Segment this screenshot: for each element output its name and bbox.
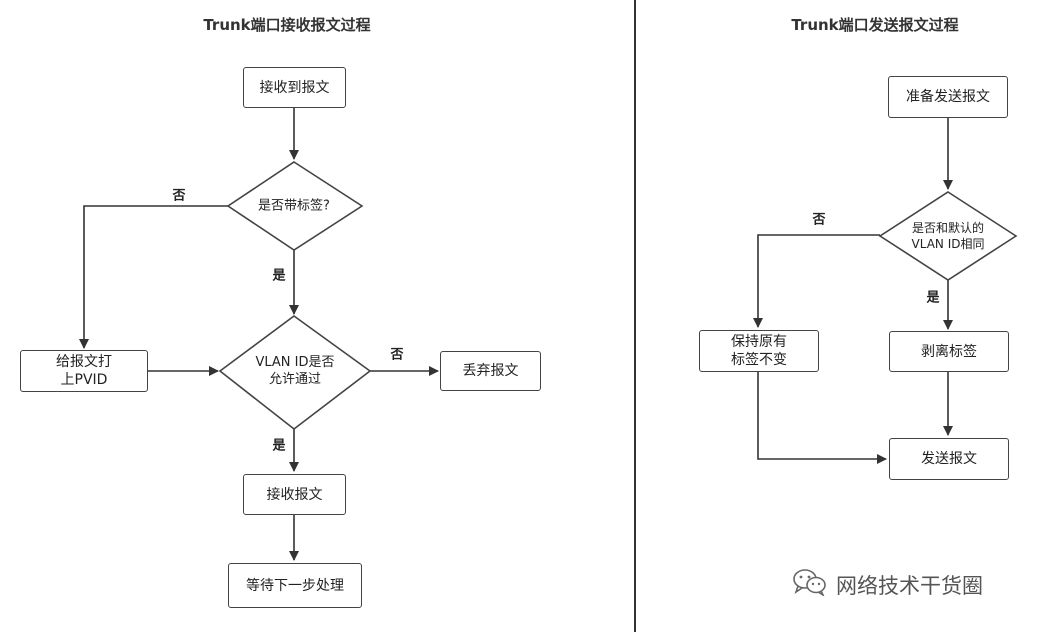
node-strip-tag: 剥离标签 (889, 331, 1009, 372)
watermark-text: 网络技术干货圈 (836, 573, 983, 598)
arrow-question-no-to-keep (753, 234, 880, 328)
decision-vlan-allowed-label: VLAN ID是否 允许通过 (255, 355, 335, 387)
decision-tagged-diamond (226, 161, 364, 251)
section-divider (634, 0, 636, 632)
wechat-icon (792, 568, 828, 601)
edge-label-same-yes: 是 (926, 290, 940, 306)
edge-label-allowed-yes: 是 (272, 438, 286, 454)
arrow-keep-to-send (757, 372, 887, 464)
decision-vlan-allowed-diamond (218, 315, 372, 431)
decision-same-default-label: 是否和默认的 VLAN ID相同 (911, 221, 985, 251)
edge-label-same-no: 否 (812, 212, 826, 228)
decision-tagged-label: 是否带标签? (258, 198, 330, 214)
node-send-packet: 发送报文 (889, 438, 1009, 480)
decision-same-default-diamond (878, 191, 1018, 281)
node-prepare-send: 准备发送报文 (888, 76, 1008, 118)
node-wait-processing: 等待下一步处理 (228, 563, 362, 608)
node-receive-packet: 接收到报文 (243, 67, 346, 108)
edge-label-tagged-yes: 是 (272, 268, 286, 284)
node-keep-tag: 保持原有 标签不变 (699, 330, 819, 372)
arrow-tagged-no-to-pvid (79, 205, 228, 349)
node-tag-pvid: 给报文打 上PVID (20, 350, 148, 392)
node-discard-packet: 丢弃报文 (440, 351, 541, 391)
edge-label-allowed-no: 否 (390, 347, 404, 363)
right-section-title: Trunk端口发送报文过程 (791, 16, 959, 34)
watermark: 网络技术干货圈 (792, 568, 983, 601)
edge-label-tagged-no: 否 (172, 188, 186, 204)
left-section-title: Trunk端口接收报文过程 (203, 16, 371, 34)
node-accept-packet: 接收报文 (243, 474, 346, 515)
